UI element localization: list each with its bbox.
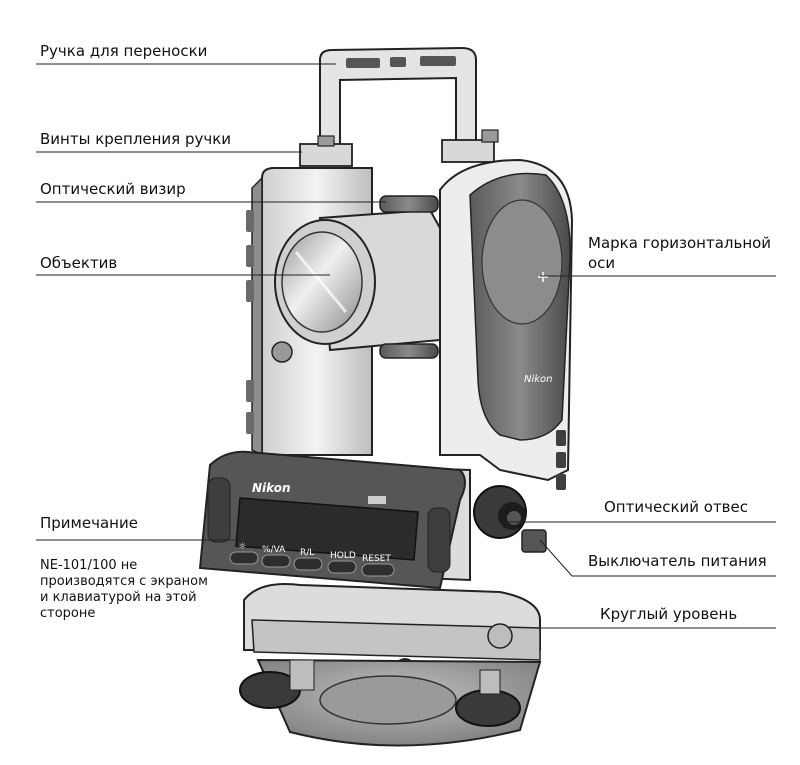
label-circular-level: Круглый уровень [600,605,738,623]
carrying-handle [319,46,477,151]
label-optical-plummet: Оптический отвес [604,498,748,516]
label-note-title: Примечание [40,514,138,532]
label-objective: Объектив [40,254,118,272]
label-horizontal-axis-mark-line1: Марка горизонтальной [588,234,772,252]
key-label: ☼ [238,542,246,552]
standard-brand-logo: Nikon [524,374,553,385]
keypad: ☼ %/VA R/L HOLD RESET [229,542,395,577]
key-label: R/L [300,548,314,558]
key-hold [327,560,357,574]
label-power-switch: Выключатель питания [588,552,767,570]
key-percent-va [261,554,291,568]
telescope [274,195,441,359]
leader-lines [36,63,776,629]
label-horizontal-axis-mark-line2: оси [588,254,616,272]
key-label: HOLD [330,551,356,561]
key-label: RESET [362,554,391,564]
leader-line-power-switch [539,539,776,577]
key-label: %/VA [262,545,286,555]
label-handle-screws: Винты крепления ручки [40,130,232,148]
note-text: NE-101/100 не производятся с экраном и к… [40,558,208,621]
handle-screws [299,129,499,167]
key-rl [293,557,323,571]
label-optical-sight: Оптический визир [40,180,186,198]
base-tribrach [239,583,542,747]
panel-brand-logo: Nikon [252,481,291,495]
label-carrying-handle: Ручка для переноски [40,42,208,60]
right-standard [439,158,574,553]
lower-body [198,450,471,590]
key-light [229,551,259,565]
key-reset [361,563,395,577]
